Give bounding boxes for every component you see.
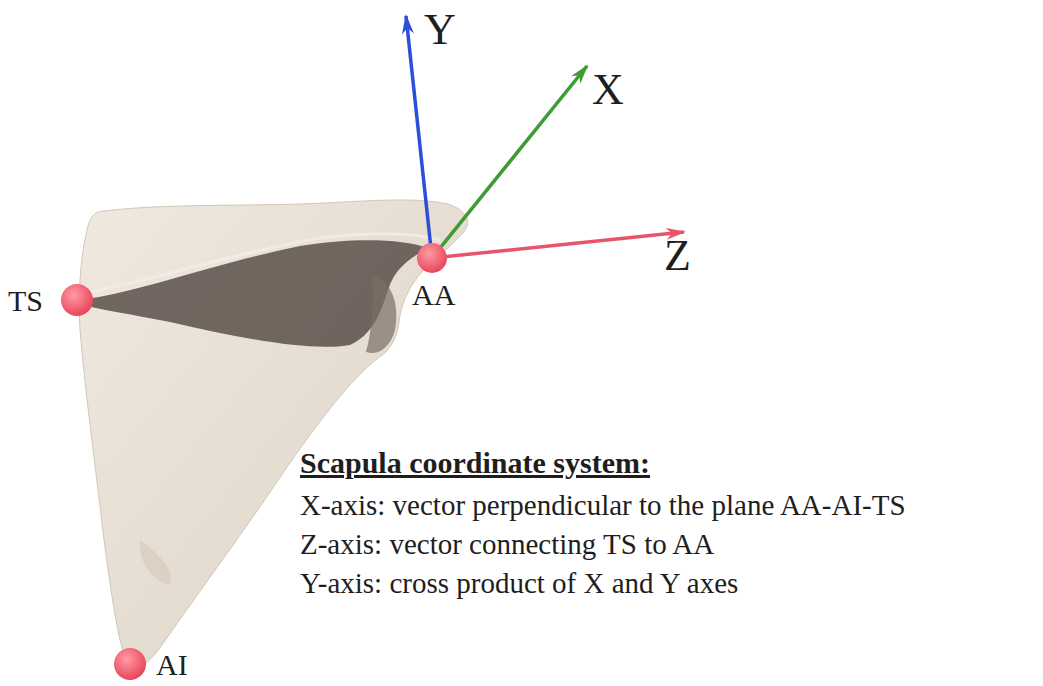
landmark-dot bbox=[114, 648, 146, 680]
x-axis-arrow bbox=[432, 66, 587, 258]
axis-definition: Y-axis: cross product of X and Y axes bbox=[300, 568, 738, 600]
glenoid bbox=[366, 276, 396, 353]
z-axis-arrow bbox=[432, 232, 684, 258]
landmark-dot bbox=[61, 284, 93, 316]
landmark-label: TS bbox=[8, 284, 43, 317]
landmark-label: AI bbox=[156, 648, 188, 681]
spine-highlight bbox=[90, 234, 440, 292]
axis-definition: X-axis: vector perpendicular to the plan… bbox=[300, 490, 906, 522]
landmark-dot bbox=[417, 243, 447, 273]
landmark-label: AA bbox=[412, 278, 455, 311]
axis-label: Y bbox=[424, 6, 456, 54]
axis-label: Z bbox=[664, 232, 691, 280]
fossa-shade bbox=[140, 540, 171, 585]
axis-definition: Z-axis: vector connecting TS to AA bbox=[300, 529, 714, 561]
caption-heading: Scapula coordinate system: bbox=[300, 446, 650, 479]
axis-label: X bbox=[592, 66, 624, 114]
